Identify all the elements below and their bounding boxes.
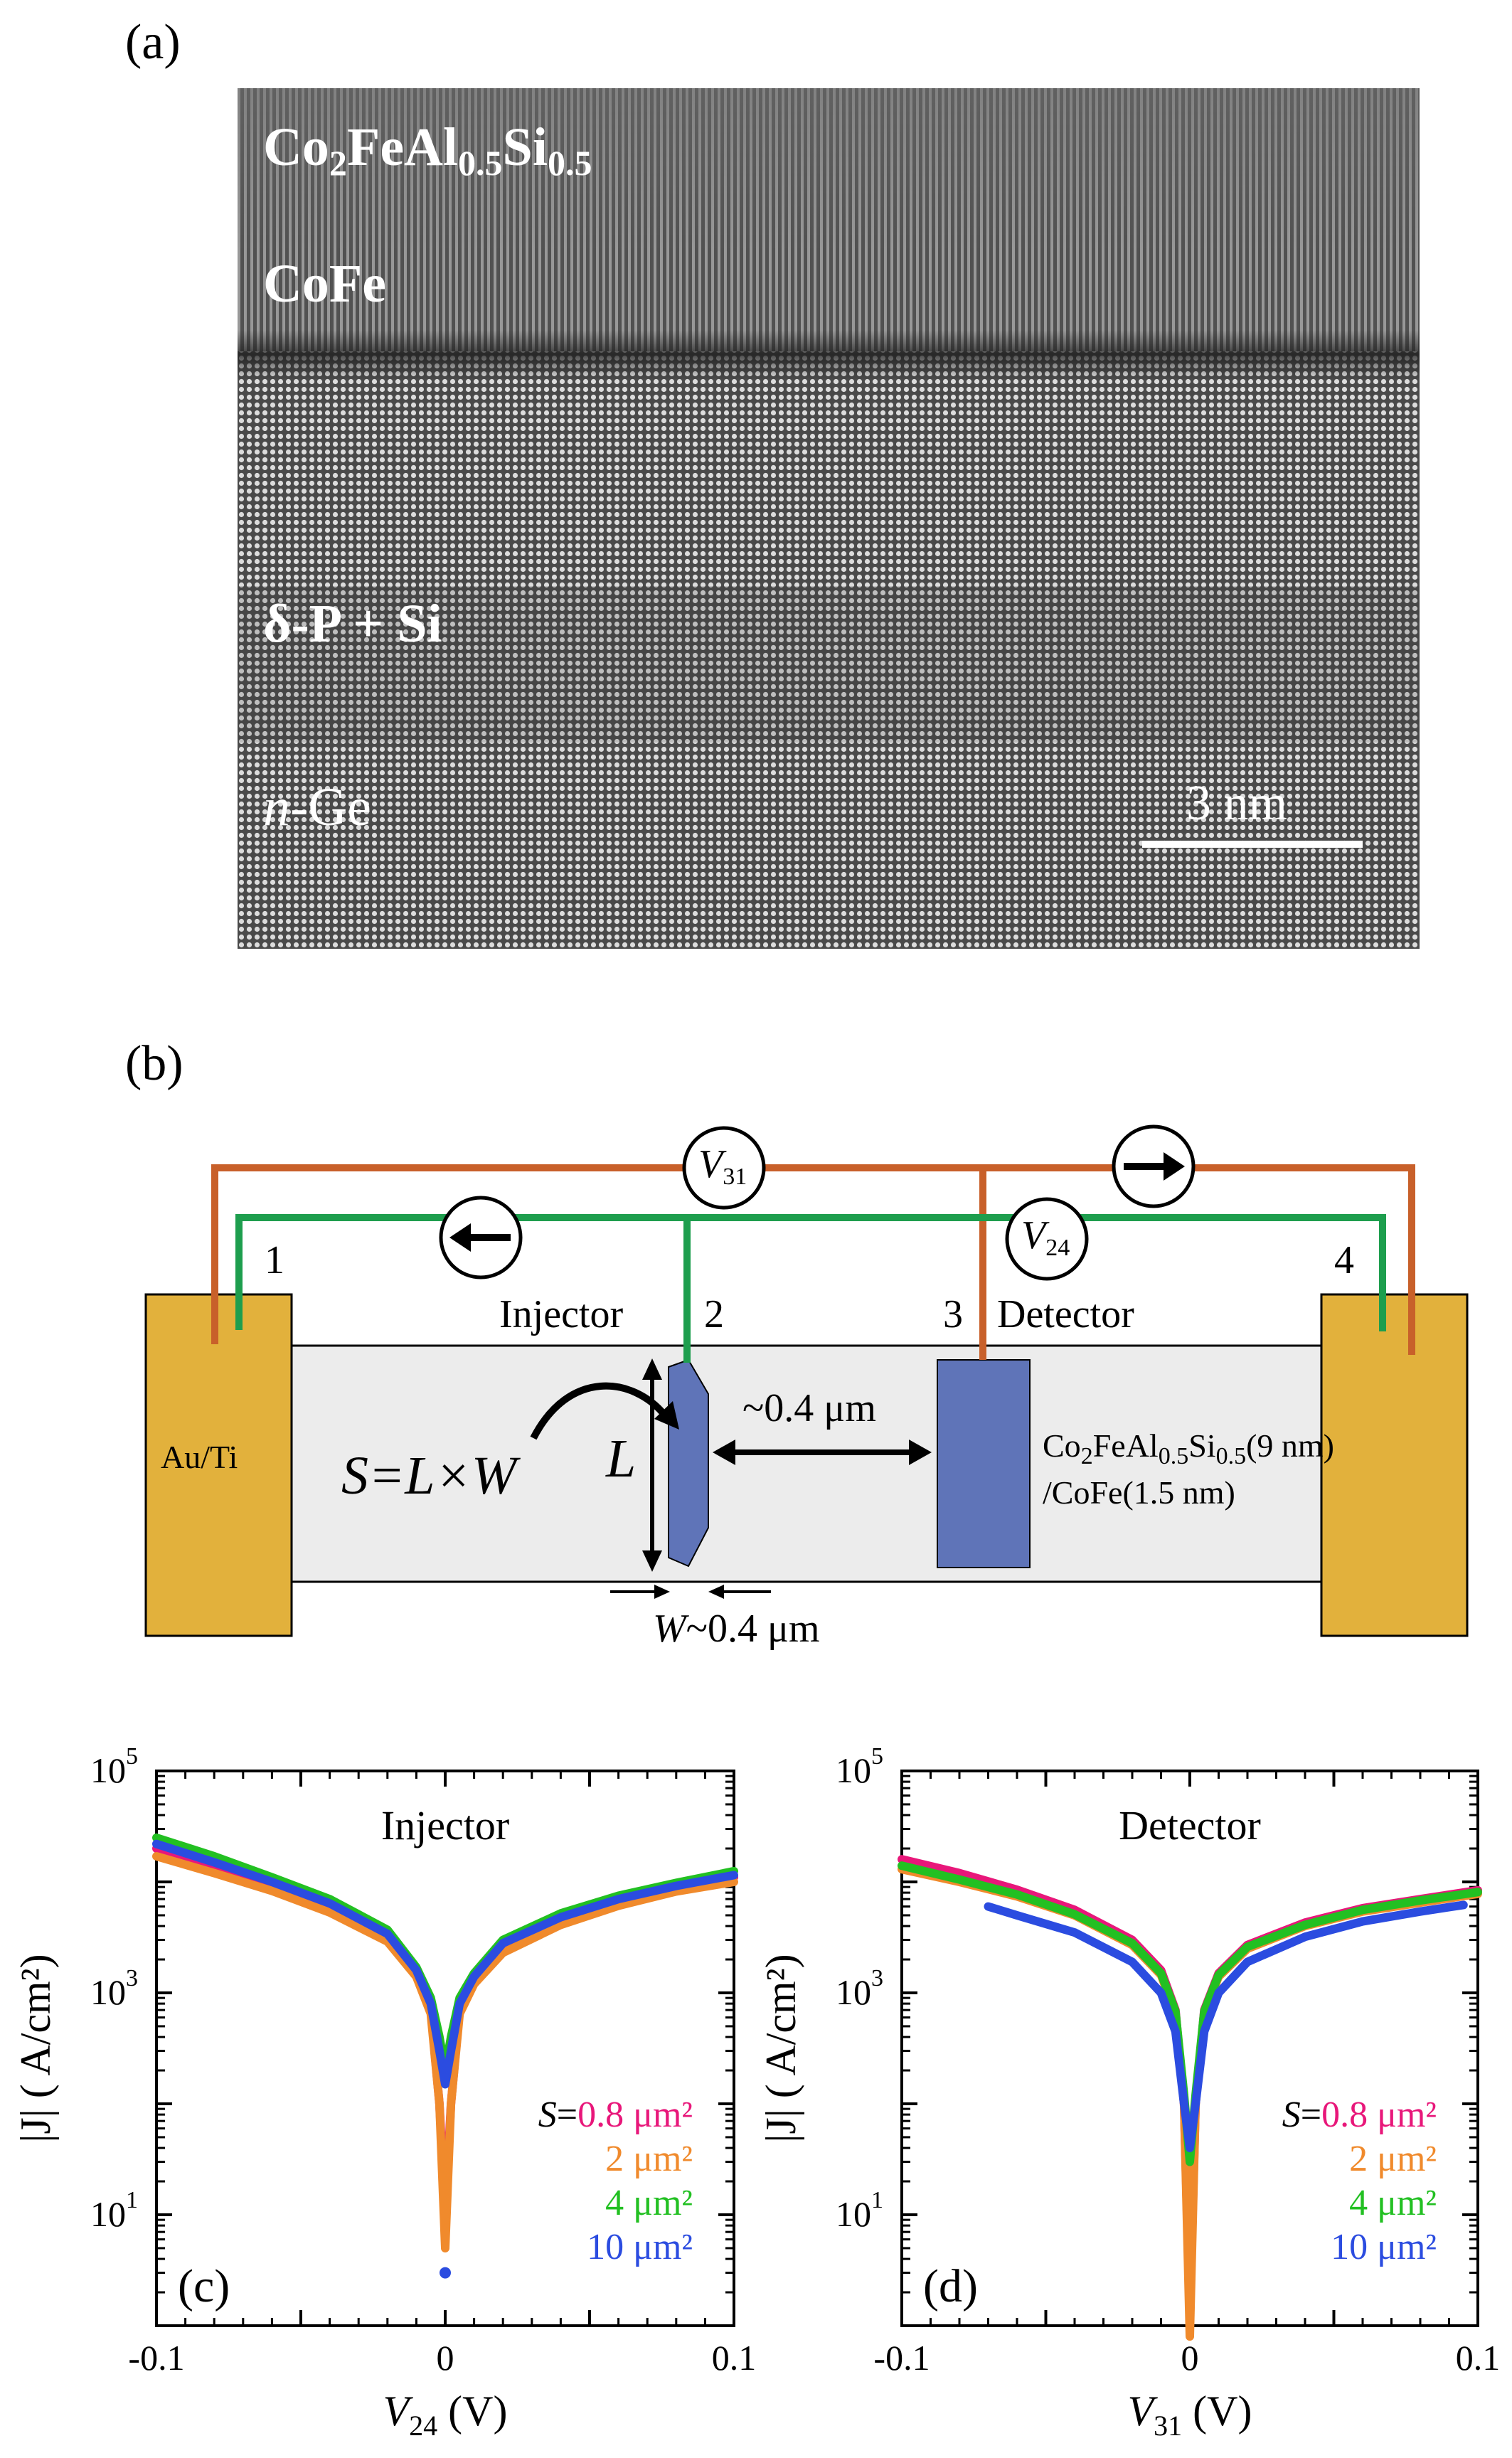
legend-entry: 4 μm² bbox=[605, 2183, 693, 2223]
arrow-left-icon bbox=[449, 1223, 471, 1252]
gap-label: ~0.4 μm bbox=[742, 1386, 876, 1430]
x-tick-label: 0.1 bbox=[712, 2338, 757, 2378]
curved-arrowhead bbox=[654, 1401, 679, 1430]
width-arrow-right bbox=[708, 1585, 724, 1599]
series-marker bbox=[440, 2267, 451, 2279]
legend-entry: 10 μm² bbox=[587, 2227, 693, 2267]
stack-label-line1: Co2FeAl0.5Si0.5(9 nm) bbox=[1043, 1427, 1334, 1469]
detector-label: Detector bbox=[997, 1292, 1134, 1336]
width-arrow-left bbox=[654, 1585, 670, 1599]
chart-title: Injector bbox=[381, 1802, 509, 1848]
voltmeter-v31 bbox=[682, 1126, 766, 1210]
length-label: L bbox=[606, 1429, 637, 1489]
area-formula: S=L×W bbox=[341, 1446, 517, 1506]
right-pad bbox=[1320, 1293, 1469, 1637]
y-axis-title: |J| ( A/cm²) bbox=[757, 1954, 804, 2142]
legend-entry: 2 μm² bbox=[1349, 2139, 1437, 2179]
width-label: W~0.4 μm bbox=[653, 1607, 820, 1651]
y-tick-label: 103 bbox=[90, 1965, 138, 2012]
chart-panel-label: (c) bbox=[178, 2260, 230, 2312]
y-tick-label: 105 bbox=[90, 1743, 138, 1790]
legend-entry: 10 μm² bbox=[1331, 2227, 1437, 2267]
series-line bbox=[984, 1900, 1468, 2153]
channel bbox=[290, 1344, 1323, 1583]
x-tick-label: 0 bbox=[1181, 2338, 1199, 2378]
terminal-3-label: 3 bbox=[943, 1292, 963, 1336]
tem-micrograph: Co2FeAl0.5Si0.5 CoFe δ-P + Si n-Ge 3 nm bbox=[238, 88, 1420, 949]
terminal-1-label: 1 bbox=[265, 1238, 284, 1282]
panel-b-label: (b) bbox=[125, 1036, 183, 1091]
series-line bbox=[152, 1839, 738, 2089]
x-tick-label: -0.1 bbox=[128, 2338, 184, 2378]
y-tick-label: 105 bbox=[836, 1743, 883, 1790]
pad-label: Au/Ti bbox=[161, 1439, 238, 1475]
y-tick-label: 101 bbox=[90, 2187, 138, 2234]
arrow-right-icon bbox=[1164, 1152, 1185, 1181]
y-axis-title: |J| ( A/cm²) bbox=[12, 1954, 59, 2142]
terminal-2-label: 2 bbox=[704, 1292, 724, 1336]
injector-label: Injector bbox=[499, 1292, 624, 1336]
tem-lattice-image bbox=[238, 88, 1420, 949]
gap-arrow-right bbox=[909, 1440, 932, 1465]
terminal-4-label: 4 bbox=[1334, 1238, 1354, 1282]
series-line bbox=[898, 1861, 1482, 2166]
chart-0-group bbox=[152, 1770, 738, 2327]
gap-arrow-left bbox=[713, 1440, 735, 1465]
meter-v24-label: V24 bbox=[1021, 1213, 1070, 1261]
detector-electrode bbox=[937, 1359, 1031, 1568]
panel-a-label: (a) bbox=[125, 15, 181, 70]
chart-title: Detector bbox=[1119, 1802, 1261, 1848]
x-axis-title: V31 (V) bbox=[1128, 2388, 1252, 2442]
scale-bar-label: 3 nm bbox=[1186, 776, 1287, 831]
voltmeter-v24 bbox=[1005, 1197, 1089, 1281]
legend-entry: S=0.8 μm² bbox=[538, 2095, 693, 2135]
layer-label-cfas: Co2FeAl0.5Si0.5 bbox=[263, 117, 592, 183]
length-arrow-down bbox=[642, 1550, 662, 1572]
x-axis-title: V24 (V) bbox=[383, 2388, 508, 2442]
x-tick-label: 0 bbox=[437, 2338, 454, 2378]
y-tick-label: 103 bbox=[836, 1965, 883, 2012]
y-tick-label: 101 bbox=[836, 2187, 883, 2234]
length-arrow-up bbox=[642, 1358, 662, 1380]
x-tick-label: 0.1 bbox=[1456, 2338, 1501, 2378]
layer-label-cofe: CoFe bbox=[263, 254, 387, 314]
legend-entry: 2 μm² bbox=[605, 2139, 693, 2179]
legend-entry: 4 μm² bbox=[1349, 2183, 1437, 2223]
x-tick-label: -0.1 bbox=[873, 2338, 930, 2378]
layer-label-delta-p-si: δ-P + Si bbox=[263, 594, 442, 654]
scale-bar bbox=[1142, 841, 1363, 848]
left-pad bbox=[144, 1293, 293, 1637]
layer-label-n-ge: n-Ge bbox=[263, 777, 371, 837]
wire-v24 bbox=[235, 1214, 1386, 1331]
series-line bbox=[152, 1852, 738, 2252]
wire-v31 bbox=[211, 1164, 1415, 1355]
stack-label-line2: /CoFe(1.5 nm) bbox=[1043, 1474, 1235, 1511]
legend-entry: S=0.8 μm² bbox=[1282, 2095, 1437, 2135]
meter-v31-label: V31 bbox=[698, 1142, 747, 1190]
chart-1-group bbox=[898, 1770, 1482, 2341]
chart-panel-label: (d) bbox=[923, 2260, 978, 2312]
